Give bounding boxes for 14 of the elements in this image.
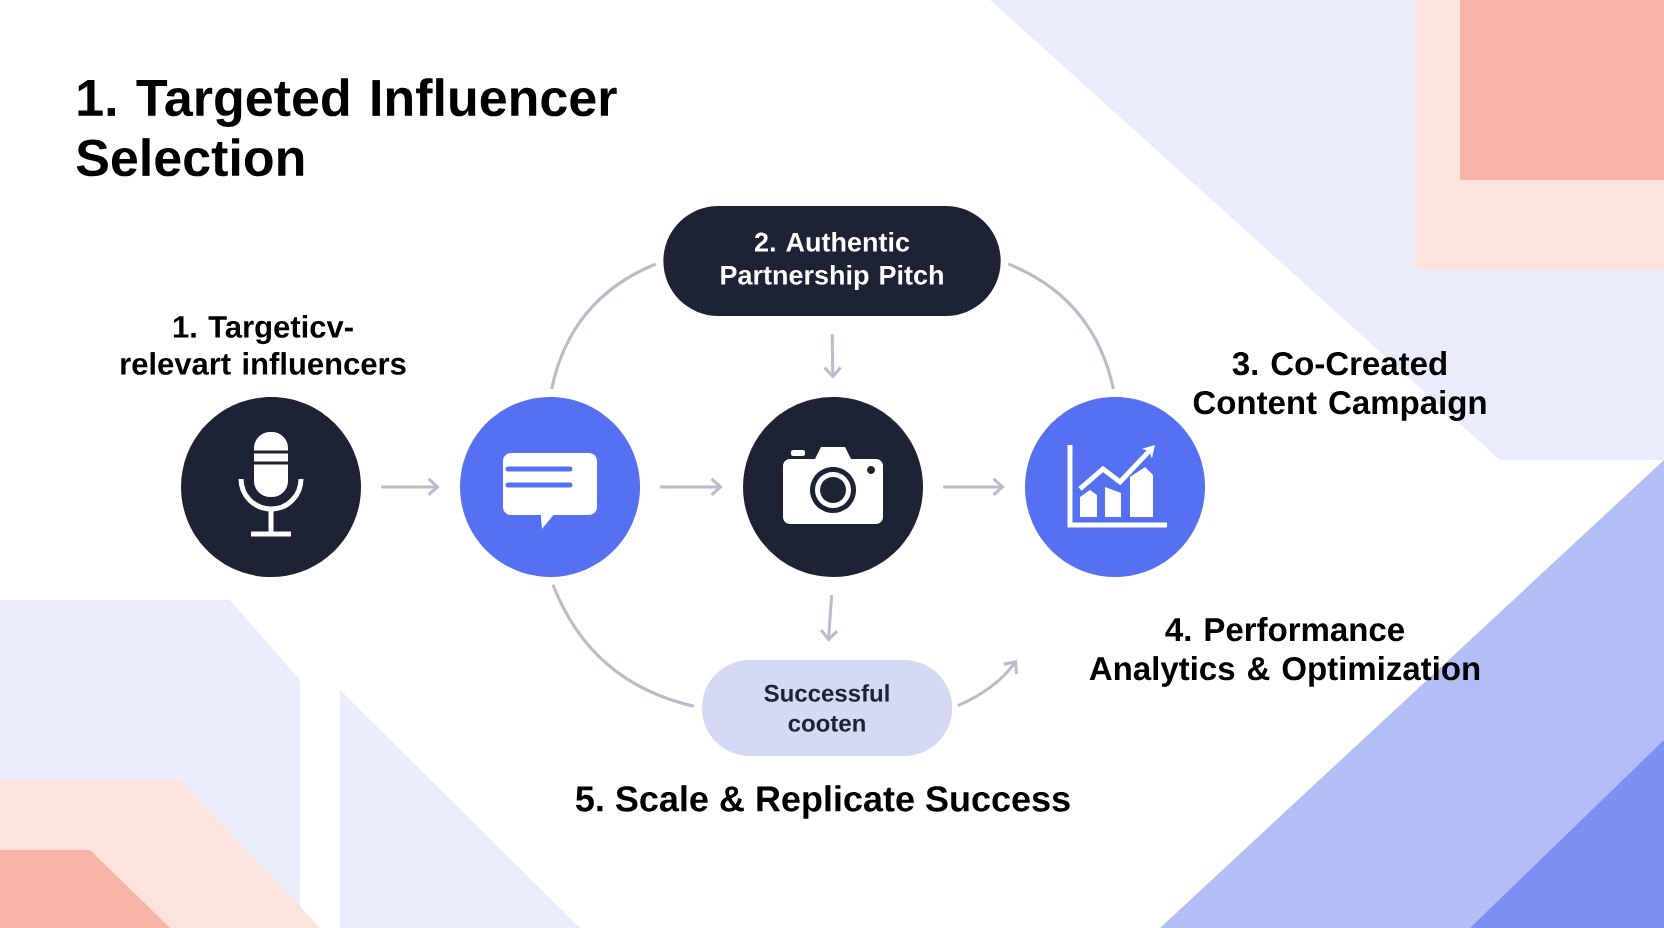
arrow xyxy=(381,477,440,497)
arrow xyxy=(819,595,839,642)
arrow xyxy=(660,477,723,497)
arrow xyxy=(957,660,1019,707)
connector-arc xyxy=(551,584,695,708)
step-label: 1. Targeticv-relevart influencers xyxy=(121,315,406,375)
arrow xyxy=(943,477,1005,497)
title: 1. Targeted Influencer Selection xyxy=(76,78,617,177)
connector-arc xyxy=(550,262,657,390)
pill-box: 2. Authentic Partnership Pitch xyxy=(663,206,1001,316)
connector-arc xyxy=(1007,262,1115,390)
arrow xyxy=(823,334,842,379)
step-label: 4. Performance Analytics & Optimization xyxy=(1089,617,1480,687)
step-label: 3. Co-Created Content Campaign xyxy=(1193,351,1486,421)
